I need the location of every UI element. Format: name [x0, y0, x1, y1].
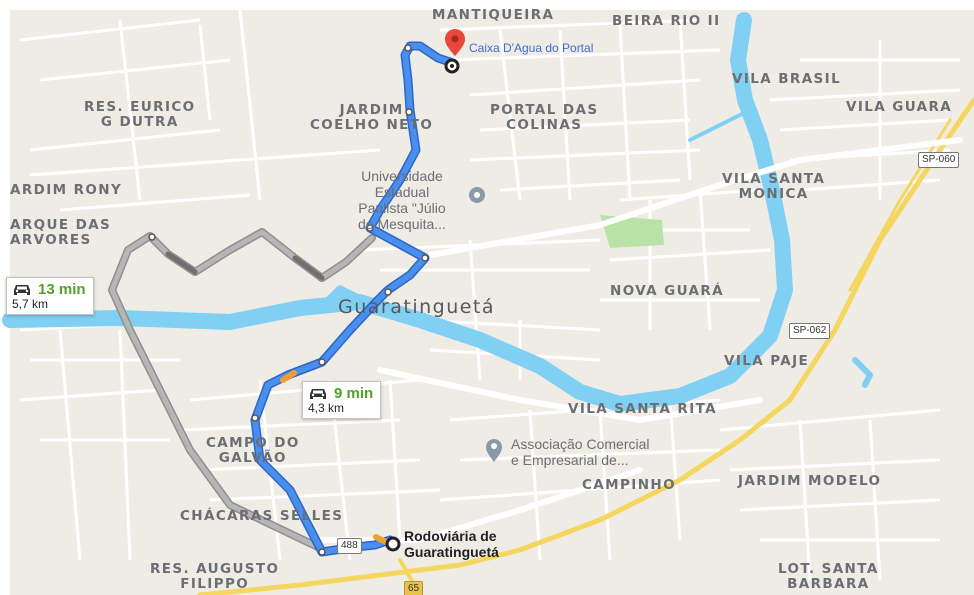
label-campo-galvao: CAMPO DO GALVÃO	[206, 435, 300, 466]
label-vila-santa-rita: VILA SANTA RITA	[568, 401, 718, 417]
destination-marker[interactable]	[444, 29, 465, 74]
university-pin-icon[interactable]	[469, 187, 485, 203]
association-label[interactable]: Associação Comercial e Empresarial de...	[511, 436, 650, 468]
label-chacaras-selles: CHÁCARAS SELLES	[180, 508, 344, 524]
primary-route-distance: 4,3 km	[308, 401, 345, 415]
road-shield-sp060: SP-060	[918, 152, 960, 168]
label-beira-rio: BEIRA RIO II	[612, 13, 721, 29]
primary-route	[250, 41, 455, 557]
label-lot-santa-barbara: LOT. SANTA BARBARA	[778, 561, 879, 592]
label-parque-arvores: ARQUE DAS ARVORES	[10, 217, 112, 248]
destination-label[interactable]: Caixa D'Agua do Portal	[469, 41, 594, 55]
label-portal-colinas: PORTAL DAS COLINAS	[490, 102, 599, 133]
label-jardim-rony: ARDIM RONY	[10, 182, 123, 198]
label-res-eurico: RES. EURICO G DUTRA	[84, 99, 196, 130]
label-vila-santa-monica: VILA SANTA MONICA	[722, 171, 826, 202]
alternate-route	[108, 228, 376, 552]
label-vila-guara: VILA GUARA	[846, 99, 953, 115]
primary-route-time: 9 min	[334, 385, 374, 402]
origin-marker[interactable]	[385, 536, 401, 552]
label-res-augusto: RES. AUGUSTO FILIPPO	[150, 561, 280, 592]
label-nova-guara: NOVA GUARÁ	[610, 283, 725, 299]
origin-label[interactable]: Rodoviária de Guaratinguetá	[404, 528, 499, 560]
alternate-route-bubble[interactable]: 13 min 5,7 km	[6, 277, 94, 315]
label-vila-brasil: VILA BRASIL	[732, 71, 842, 87]
primary-route-bubble[interactable]: 9 min 4,3 km	[302, 381, 382, 419]
river	[2, 12, 873, 412]
route-vertices	[148, 44, 429, 556]
road-shield-488: 488	[337, 538, 362, 554]
road-shield-sp062: SP-062	[789, 323, 831, 339]
car-icon	[14, 284, 30, 295]
city-label: Guaratinguetá	[338, 296, 496, 318]
alternate-route-time: 13 min	[38, 281, 86, 298]
label-vila-paje: VILA PAJE	[724, 353, 810, 369]
label-jardim-modelo: JARDIM MODELO	[738, 473, 882, 489]
place-pin-icon[interactable]	[486, 439, 502, 462]
label-mantiqueira: MANTIQUEIRA	[432, 7, 555, 23]
main-roads	[317, 137, 963, 543]
road-shield-65: 65	[404, 581, 424, 595]
university-label[interactable]: Universidade Estadual Paulista "Júlio de…	[358, 168, 446, 232]
label-jardim-coelho: JARDIM COELHO NETO	[310, 102, 434, 133]
car-icon	[310, 388, 326, 399]
label-campinho: CAMPINHO	[582, 477, 676, 493]
park-area	[600, 215, 664, 248]
alternate-route-distance: 5,7 km	[12, 297, 49, 311]
